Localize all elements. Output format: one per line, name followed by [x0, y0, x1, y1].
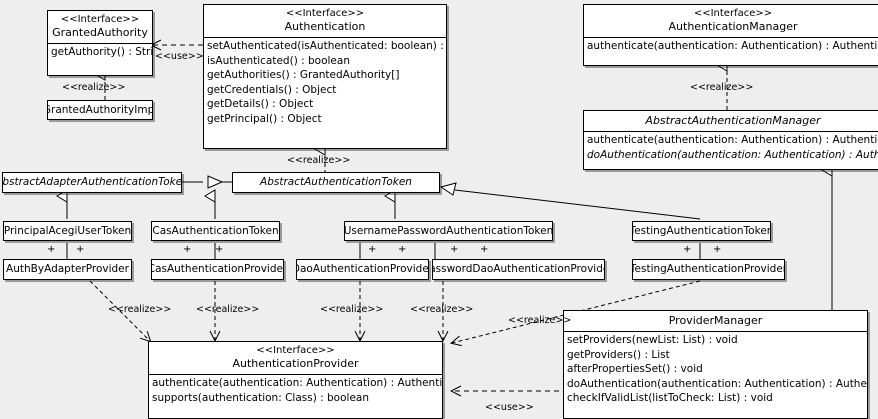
method-authenticate: authenticate(authentication: Authenticat…: [587, 40, 878, 52]
class-name: AbstractAuthenticationManager: [645, 114, 821, 127]
class-authentication-provider[interactable]: <<Interface>> AuthenticationProvider aut…: [148, 341, 443, 419]
class-testing-authentication-provider[interactable]: TestingAuthenticationProvider: [632, 259, 785, 280]
stereotype-label: <<Interface>>: [285, 8, 365, 19]
edge-label-use-providermanager-authenticationprovider: <<use>>: [485, 402, 534, 413]
method-authenticate: authenticate(authentication: Authenticat…: [152, 377, 443, 389]
assoc-mark-cas-left: +: [183, 244, 192, 255]
method-compartment: authenticate(authentication: Authenticat…: [584, 131, 878, 163]
edge-label-realize-casauthenticationprovider: <<realize>>: [196, 304, 260, 315]
method-compartment: authenticate(authentication: Authenticat…: [584, 37, 878, 55]
class-header: <<Interface>> GrantedAuthority: [48, 11, 152, 43]
class-authentication[interactable]: <<Interface>> Authentication setAuthenti…: [203, 4, 447, 149]
class-principal-acegi-user-token[interactable]: PrincipalAcegiUserToken: [3, 221, 132, 241]
edge-label-realize-grantedauthorityimpl: <<realize>>: [62, 82, 126, 93]
assoc-mark-testing-right: +: [713, 244, 722, 255]
class-abstract-authentication-token[interactable]: AbstractAuthenticationToken: [232, 172, 440, 193]
assoc-mark-testing-left: +: [683, 244, 692, 255]
method-compartment: getAuthority() : String: [48, 43, 152, 61]
arrowhead-abstractadapter: [207, 175, 224, 189]
edge-label-realize-abstractauthenticationmanager: <<realize>>: [690, 82, 754, 93]
class-granted-authority[interactable]: <<Interface>> GrantedAuthority getAuthor…: [47, 10, 153, 76]
method-afterPropertiesSet: afterPropertiesSet() : void: [567, 363, 703, 375]
class-header: <<Interface>> Authentication: [204, 5, 446, 37]
method-setProviders: setProviders(newList: List) : void: [567, 334, 738, 346]
assoc-mark-principal-left: +: [47, 244, 56, 255]
class-name: AbstractAdapterAuthenticationToken: [2, 176, 182, 188]
class-name: Authentication: [284, 20, 366, 33]
assoc-mark-cas-right: +: [215, 244, 224, 255]
class-name: CasAuthenticationProvider: [151, 263, 284, 275]
class-name: TestingAuthenticationProvider: [632, 263, 785, 275]
edge-label-realize-daoauthenticationprovider: <<realize>>: [320, 304, 384, 315]
method-doAuthentication: doAuthentication(authentication: Authent…: [587, 148, 878, 161]
assoc-mark-upat-left: +: [368, 244, 377, 255]
class-cas-authentication-provider[interactable]: CasAuthenticationProvider: [151, 259, 284, 280]
method-authenticate: authenticate(authentication: Authenticat…: [587, 134, 878, 146]
edge-label-realize-testingauthenticationprovider: <<realize>>: [508, 315, 572, 326]
class-name: AuthenticationProvider: [232, 357, 359, 370]
stereotype-label: <<Interface>>: [256, 345, 335, 356]
class-username-password-authentication-token[interactable]: UsernamePasswordAuthenticationToken: [344, 221, 553, 241]
class-name: PasswordDaoAuthenticationProvider: [432, 263, 605, 275]
class-name: GrantedAuthorityImpl: [47, 103, 153, 116]
edge-authbyadapterprovider-realizes-authenticationprovider: [89, 280, 150, 341]
method-getAuthorities: getAuthorities() : GrantedAuthority[]: [207, 69, 400, 81]
assoc-mark-principal-right: +: [76, 244, 85, 255]
class-dao-authentication-provider[interactable]: DaoAuthenticationProvider: [296, 259, 429, 280]
method-getAuthority: getAuthority() : String: [51, 46, 153, 58]
class-name: AuthByAdapterProvider: [6, 263, 129, 275]
method-getCredentials: getCredentials() : Object: [207, 83, 337, 96]
class-name: PrincipalAcegiUserToken: [3, 224, 132, 237]
method-compartment: setAuthenticated(isAuthenticated: boolea…: [204, 37, 446, 127]
method-getPrincipal: getPrincipal() : Object: [207, 112, 322, 125]
class-password-dao-authentication-provider[interactable]: PasswordDaoAuthenticationProvider: [432, 259, 605, 280]
assoc-mark-upat-mid-right: +: [450, 244, 459, 255]
method-doAuthentication: doAuthentication(authentication: Authent…: [567, 377, 867, 390]
method-getProviders: getProviders() : List: [567, 348, 670, 361]
method-compartment: authenticate(authentication: Authenticat…: [149, 374, 442, 406]
method-supports: supports(authentication: Class) : boolea…: [152, 391, 369, 404]
class-name: AbstractAuthenticationToken: [260, 176, 412, 188]
method-compartment: setProviders(newList: List) : void getPr…: [564, 331, 867, 407]
class-name: CasAuthenticationToken: [152, 224, 279, 237]
method-setAuthenticated: setAuthenticated(isAuthenticated: boolea…: [207, 40, 447, 52]
class-name: AuthenticationManager: [668, 20, 798, 33]
method-getDetails: getDetails() : Object: [207, 98, 314, 110]
edge-label-realize-passworddaoauthenticationprovider: <<realize>>: [410, 304, 474, 315]
class-auth-by-adapter-provider[interactable]: AuthByAdapterProvider: [3, 259, 132, 280]
class-header: AbstractAuthenticationManager: [584, 111, 878, 131]
edge-label-realize-abstractauthenticationtoken: <<realize>>: [287, 155, 351, 166]
class-header: <<Interface>> AuthenticationManager: [584, 5, 878, 37]
arrowhead-testingtoken: [439, 182, 457, 196]
assoc-mark-upat-right: +: [480, 244, 489, 255]
class-abstract-adapter-authentication-token[interactable]: AbstractAdapterAuthenticationToken: [2, 172, 182, 193]
class-granted-authority-impl[interactable]: GrantedAuthorityImpl: [47, 100, 153, 120]
method-isAuthenticated: isAuthenticated() : boolean: [207, 54, 350, 67]
class-header: ProviderManager: [564, 311, 867, 331]
class-name: UsernamePasswordAuthenticationToken: [344, 224, 553, 237]
class-abstract-authentication-manager[interactable]: AbstractAuthenticationManager authentica…: [583, 110, 878, 170]
method-checkIfValidList: checkIfValidList(listToCheck: List) : vo…: [567, 392, 773, 404]
class-name: TestingAuthenticationToken: [632, 224, 771, 237]
class-provider-manager[interactable]: ProviderManager setProviders(newList: Li…: [563, 310, 868, 419]
class-cas-authentication-token[interactable]: CasAuthenticationToken: [151, 221, 280, 241]
class-testing-authentication-token[interactable]: TestingAuthenticationToken: [632, 221, 771, 241]
edge-testingtoken-extends-abstractauthenticationtoken: [454, 189, 701, 220]
edge-label-use-authentication-grantedauthority: <<use>>: [155, 51, 204, 62]
class-authentication-manager[interactable]: <<Interface>> AuthenticationManager auth…: [583, 4, 878, 66]
class-header: <<Interface>> AuthenticationProvider: [149, 342, 442, 374]
class-name: GrantedAuthority: [52, 26, 148, 39]
class-name: ProviderManager: [668, 314, 763, 327]
class-name: DaoAuthenticationProvider: [296, 263, 429, 275]
edge-label-realize-authbyadapterprovider: <<realize>>: [108, 304, 172, 315]
stereotype-label: <<Interface>>: [60, 14, 140, 25]
assoc-mark-upat-mid-left: +: [398, 244, 407, 255]
stereotype-label: <<Interface>>: [693, 8, 773, 19]
